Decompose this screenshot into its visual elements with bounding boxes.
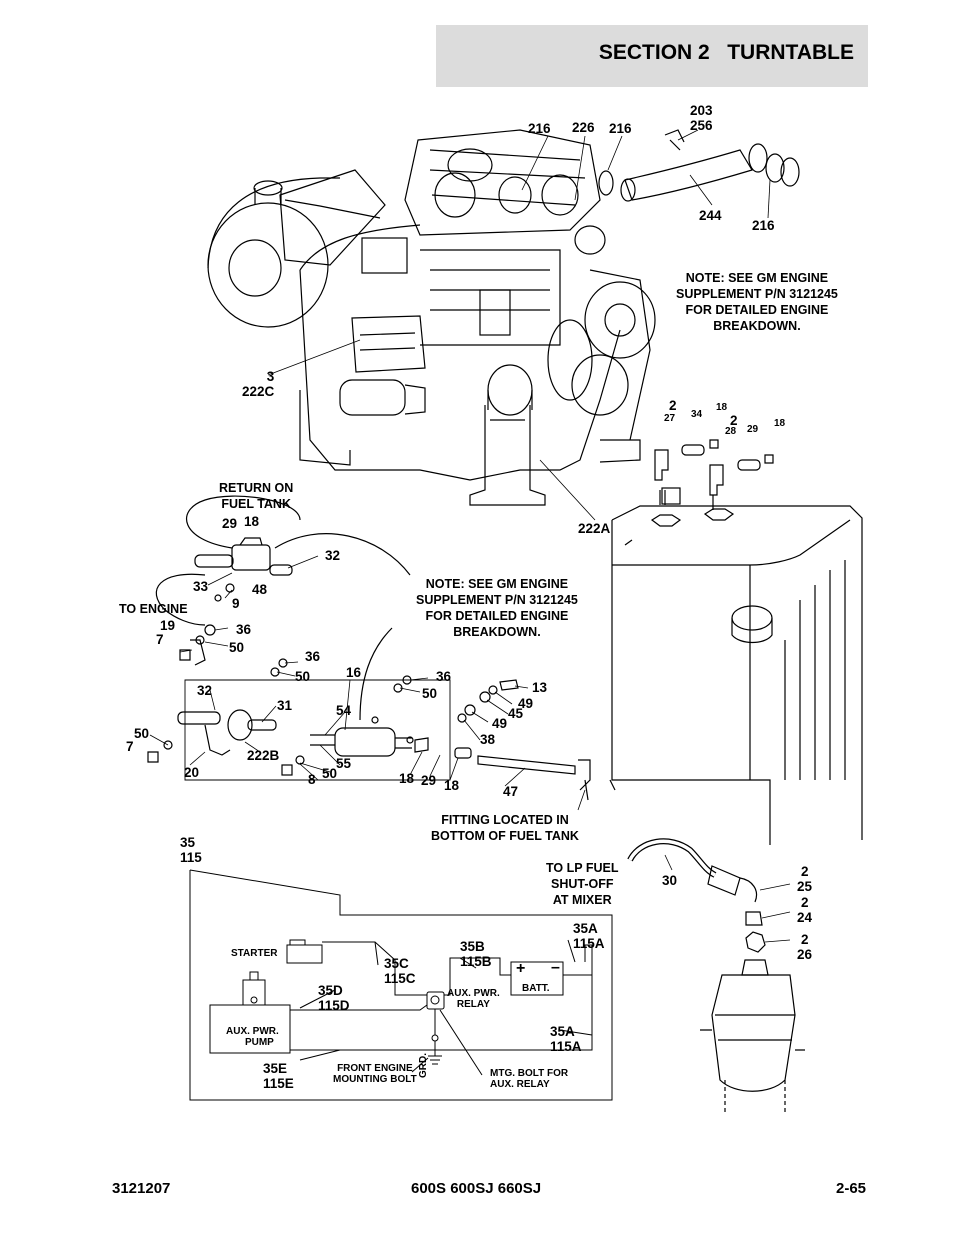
callout-36: 36 [236, 622, 252, 637]
callout-13: 13 [532, 680, 548, 695]
callout-29: 29 [421, 773, 437, 788]
callout-32: 32 [325, 548, 341, 563]
callout-8: 8 [308, 772, 316, 787]
callout-36: 36 [305, 649, 321, 664]
callout-45: 45 [508, 706, 524, 721]
section-header: SECTION 2 TURNTABLE [436, 25, 868, 87]
callout-29: 29 [747, 424, 759, 435]
callout-32: 32 [197, 683, 213, 698]
to-engine-note: TO ENGINE [119, 602, 188, 616]
fitting-location-note: FITTING LOCATED IN BOTTOM OF FUEL TANK [431, 813, 579, 843]
callout-222b: 222B [247, 748, 280, 763]
callout-33: 33 [193, 579, 209, 594]
callout-2: 2 [669, 398, 677, 413]
callout-16: 16 [346, 665, 362, 680]
fuel-lines [147, 495, 591, 801]
engine-assembly [207, 129, 656, 506]
callout-49: 49 [492, 716, 508, 731]
battery-plus: + [516, 960, 526, 977]
section-title: SECTION 2 TURNTABLE [598, 41, 854, 64]
lp-regulator [627, 838, 805, 1115]
callout-50: 50 [229, 640, 245, 655]
callout-226: 226 [572, 120, 595, 135]
footer-models: 600S 600SJ 660SJ [411, 1180, 542, 1197]
callout-18: 18 [244, 514, 260, 529]
callout-18: 18 [444, 778, 460, 793]
engine-note-upper: NOTE: SEE GM ENGINE SUPPLEMENT P/N 31212… [676, 271, 838, 333]
callout-47: 47 [503, 784, 519, 799]
intake-tube [598, 129, 800, 202]
callout-48: 48 [252, 582, 268, 597]
callout-50: 50 [295, 669, 311, 684]
battery-minus: – [551, 959, 560, 976]
callout-55: 55 [336, 756, 352, 771]
callout-28: 28 [725, 426, 737, 437]
callout-18: 18 [774, 418, 786, 429]
battery-label: BATT. [522, 983, 550, 994]
callout-29: 29 [222, 516, 238, 531]
callout-50: 50 [422, 686, 438, 701]
callout-38: 38 [480, 732, 496, 747]
aux-relay-label: AUX. PWR.RELAY [447, 988, 500, 1010]
callout-216: 216 [528, 121, 551, 136]
leader-lines-lp [664, 854, 791, 943]
ground-label: GRD. [418, 1053, 429, 1078]
engine-note-lower: NOTE: SEE GM ENGINE SUPPLEMENT P/N 31212… [416, 577, 578, 639]
callout-222a: 222A [578, 521, 611, 536]
callout-36: 36 [436, 669, 452, 684]
callout-27: 27 [664, 413, 676, 424]
to-lp-fuel-note: TO LP FUEL SHUT-OFF AT MIXER [546, 861, 619, 907]
callout-34: 34 [691, 409, 703, 420]
starter-label: STARTER [231, 948, 278, 959]
leader-lines-fuel [149, 555, 586, 811]
callout-9: 9 [232, 596, 240, 611]
callout-244: 244 [699, 208, 722, 223]
fuel-tank [609, 505, 863, 845]
callout-18: 18 [716, 402, 728, 413]
callout-7: 7 [156, 632, 164, 647]
callout-20: 20 [184, 765, 200, 780]
callout-216: 216 [609, 121, 632, 136]
callout-54: 54 [336, 703, 352, 718]
callout-2: 2 [730, 413, 738, 428]
footer-page-number: 2-65 [836, 1180, 867, 1197]
callout-30: 30 [662, 873, 678, 888]
leader-lines-engine [267, 129, 771, 521]
aux-pump-label: AUX. PWR.PUMP [226, 1026, 279, 1048]
callout-216: 216 [752, 218, 775, 233]
footer-part-number: 3121207 [112, 1180, 171, 1197]
fittings-row [650, 439, 774, 527]
callout-50: 50 [134, 726, 150, 741]
callout-7: 7 [126, 739, 134, 754]
return-on-fuel-tank-note: RETURN ON FUEL TANK [219, 481, 294, 511]
callout-50: 50 [322, 766, 338, 781]
callout-19: 19 [160, 618, 176, 633]
wiring-schematic [189, 869, 613, 1101]
callout-31: 31 [277, 698, 293, 713]
callout-18: 18 [399, 771, 415, 786]
callout-49: 49 [518, 696, 534, 711]
